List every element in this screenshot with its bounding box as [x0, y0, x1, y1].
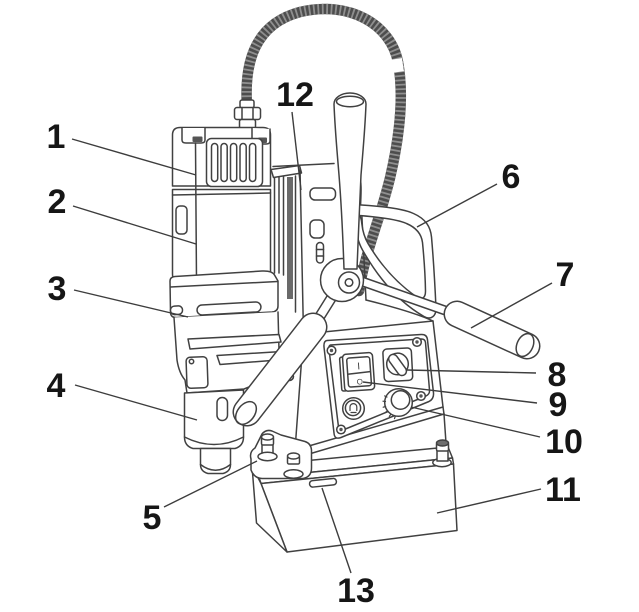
spindle: [183, 389, 245, 475]
column-slide: [270, 164, 303, 313]
feed-grip-vertical[interactable]: [333, 92, 367, 270]
callout-labels: 1 2 3 4 5 6 7 8 9 10 11 12 13: [47, 76, 583, 610]
base-marker-slot: [308, 477, 338, 488]
callout-label-11: 11: [545, 471, 581, 509]
callout-label-1: 1: [47, 118, 66, 156]
mount-bracket: [249, 429, 452, 480]
selector-lever[interactable]: [387, 353, 408, 378]
callout-label-2: 2: [48, 183, 67, 221]
callout-label-13: 13: [337, 572, 375, 610]
callout-leader-12: [291, 111, 302, 191]
cable-gland: [233, 99, 262, 130]
gearbox-vent: [187, 333, 282, 350]
leader-lines: [71, 111, 553, 574]
cable-highlight: [390, 58, 404, 73]
callout-leader-10: [410, 406, 541, 438]
clamp-bolt: [257, 433, 278, 462]
body-detail: [309, 219, 325, 239]
motor-vents: [205, 137, 264, 188]
magnet-icon: [349, 403, 358, 412]
panel-screw: [326, 345, 337, 356]
callout-label-7: 7: [556, 256, 575, 294]
lock-latch: [309, 187, 337, 201]
callout-leader-2: [72, 205, 197, 245]
callout-label-12: 12: [276, 76, 314, 114]
chuck: [199, 447, 232, 475]
feed-handle[interactable]: [231, 92, 541, 428]
power-off-marking: O: [356, 377, 363, 386]
callout-leader-8: [406, 369, 537, 374]
motor-side-plate: [175, 205, 188, 235]
callout-label-9: 9: [549, 386, 568, 424]
callout-label-8: 8: [548, 356, 567, 394]
callout-leader-6: [416, 183, 498, 228]
control-knob[interactable]: [382, 387, 414, 420]
callout-leader-7: [470, 282, 553, 329]
callout-label-3: 3: [48, 270, 67, 308]
control-panel: I O: [323, 333, 435, 439]
base-bolt: [432, 439, 452, 468]
callout-label-5: 5: [143, 499, 162, 537]
callout-leader-9: [362, 381, 538, 404]
quill: [183, 389, 245, 450]
callout-leader-3: [73, 289, 189, 318]
gib-adjuster: [315, 241, 325, 264]
panel-screw: [411, 336, 423, 348]
callout-label-6: 6: [502, 158, 521, 196]
motor-housing: [171, 99, 272, 283]
gearbox: [169, 270, 285, 394]
callout-leader-4: [74, 384, 198, 421]
callout-leader-5: [163, 460, 258, 508]
callout-leader-1: [71, 138, 197, 176]
arbor-slot: [216, 396, 229, 422]
callout-label-10: 10: [545, 423, 583, 461]
magnet-button[interactable]: [341, 396, 366, 421]
power-switch[interactable]: I O: [338, 351, 376, 392]
selector-switch[interactable]: [382, 347, 414, 383]
clamp-bolt: [283, 452, 304, 479]
motor-body: [171, 188, 272, 283]
callout-leader-13: [321, 487, 352, 574]
callout-label-4: 4: [47, 367, 66, 405]
callout-leader-11: [436, 488, 542, 514]
rating-plate: [185, 356, 209, 389]
panel-screw: [335, 424, 347, 435]
slide-groove: [287, 177, 293, 299]
power-on-marking: I: [357, 361, 361, 372]
panel-screw: [415, 390, 427, 402]
